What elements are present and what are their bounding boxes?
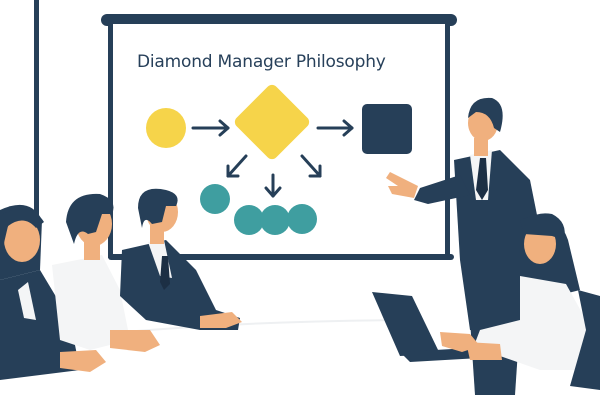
arrow-down-left-icon [226,154,248,178]
output-square [362,104,412,154]
slide-title: Diamond Manager Philosophy [137,52,386,72]
input-circle [146,108,186,148]
attendee-man-white-shirt [52,193,160,352]
laptop [372,292,480,362]
arrow-down-right-icon [300,154,322,178]
arrow-right-icon [316,119,354,137]
attendee-man-navy-suit [120,188,242,330]
team-circle [234,205,264,235]
arrow-right-icon [191,119,230,137]
team-circle [287,204,317,234]
attendee-woman-left [0,204,106,380]
team-circle [200,184,230,214]
arrow-down-icon [264,173,282,198]
attendee-woman-right [440,213,600,390]
diamond-diagram [146,84,412,235]
manager-diamond [234,84,310,160]
wall-pole [34,0,39,215]
team-circle [260,205,290,235]
